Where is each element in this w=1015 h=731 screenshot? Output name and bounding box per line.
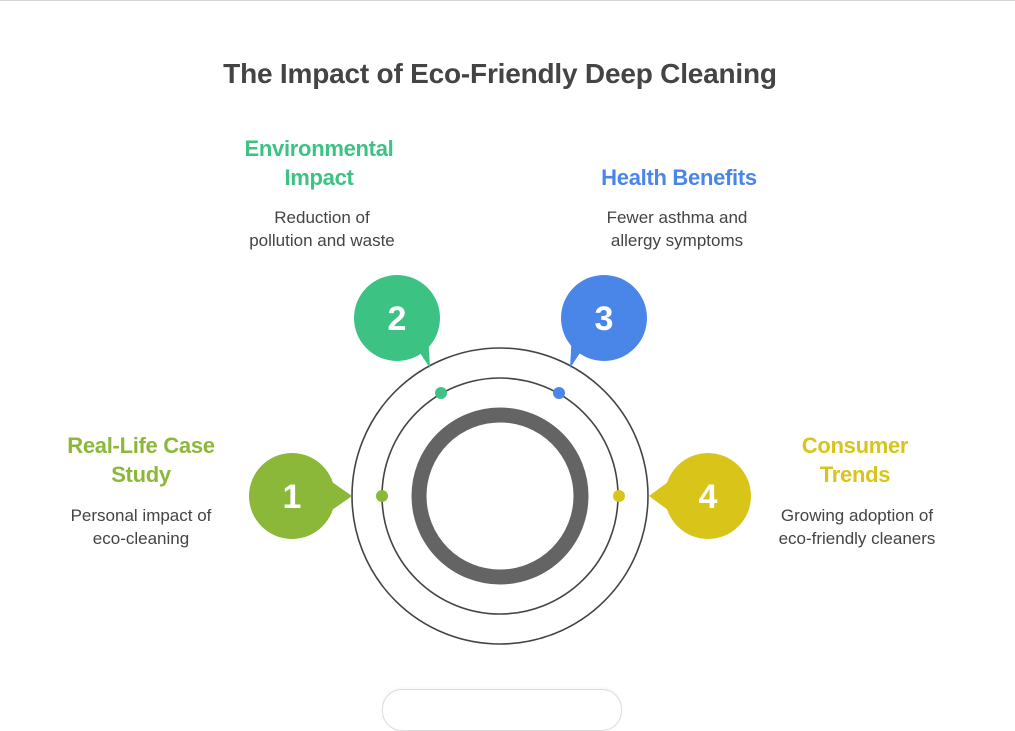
core-ring (411, 407, 589, 585)
dot-2 (435, 387, 447, 399)
item-1-heading-line: Real-Life Case (67, 433, 215, 458)
item-4-description-line: Growing adoption of (780, 506, 934, 525)
item-2-heading-line: Environmental (244, 136, 394, 161)
badge-2-number: 2 (388, 300, 407, 338)
page-title: The Impact of Eco-Friendly Deep Cleaning (223, 58, 777, 89)
item-2-description-line: Reduction of (274, 208, 370, 227)
badge-1: 1 (249, 453, 352, 539)
bottom-control-bar[interactable] (382, 689, 622, 731)
item-1-description-line: Personal impact of (70, 506, 212, 525)
badge-1-shape (332, 482, 352, 510)
item-2-heading: Environmental Impact (219, 134, 419, 192)
item-1-heading: Real-Life Case Study (41, 431, 241, 489)
badge-3: 3 (561, 275, 647, 368)
item-1-heading-line: Study (111, 462, 171, 487)
badge-2: 2 (354, 275, 440, 368)
badge-4: 4 (649, 453, 751, 539)
top-divider (0, 0, 1015, 1)
dot-4 (613, 490, 625, 502)
item-3-heading-line: Health Benefits (601, 165, 757, 190)
item-4-heading-line: Trends (819, 462, 891, 487)
outer-ring (351, 347, 649, 645)
item-3-heading: Health Benefits (569, 163, 789, 192)
item-4-description-line: eco-friendly cleaners (778, 529, 936, 548)
dot-3 (553, 387, 565, 399)
badge-1-circle (249, 453, 335, 539)
item-2-description: Reduction of pollution and waste (212, 206, 432, 252)
item-3-description-line: Fewer asthma and (606, 208, 748, 227)
badge-4-number: 4 (699, 478, 718, 516)
badge-3-number: 3 (595, 300, 614, 338)
item-3-description: Fewer asthma and allergy symptoms (567, 206, 787, 252)
badge-2-circle (354, 275, 440, 361)
item-3-description-line: allergy symptoms (610, 231, 744, 250)
badge-4-shape (649, 482, 668, 510)
item-4-heading-line: Consumer (801, 433, 909, 458)
item-2-heading-line: Impact (284, 165, 354, 190)
item-2-description-line: pollution and waste (249, 231, 395, 250)
badge-3-circle (561, 275, 647, 361)
badge-4-circle (665, 453, 751, 539)
item-4-description: Growing adoption of eco-friendly cleaner… (737, 504, 977, 550)
item-1-description: Personal impact of eco-cleaning (41, 504, 241, 550)
badge-1-number: 1 (283, 478, 302, 516)
impact-diagram: 1 2 3 4 (249, 275, 751, 645)
item-1-description-line: eco-cleaning (92, 529, 190, 548)
item-4-heading: Consumer Trends (745, 431, 965, 489)
dot-1 (376, 490, 388, 502)
